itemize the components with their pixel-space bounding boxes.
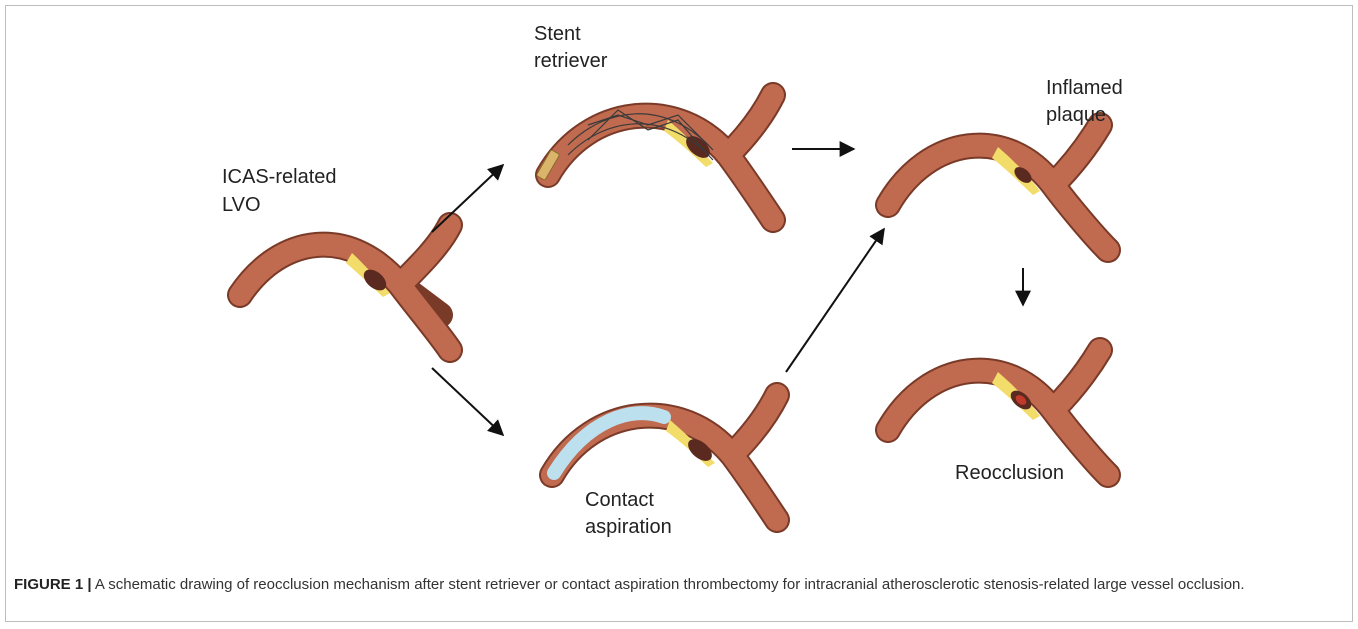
caption-label: FIGURE 1 | <box>14 576 92 593</box>
label-stent-line1: Stent <box>534 23 581 45</box>
arrow-to-stent-retriever <box>432 165 503 232</box>
label-icas-line2: LVO <box>222 194 261 216</box>
figure-caption: FIGURE 1 | A schematic drawing of reoccl… <box>14 574 1339 596</box>
vessel-stent-retriever <box>536 95 773 220</box>
label-contact-line1: Contact <box>585 489 654 511</box>
arrow-aspiration-to-inflamed <box>786 229 884 372</box>
label-inflamed-line2: plaque <box>1046 104 1106 126</box>
label-stent-line2: retriever <box>534 50 608 72</box>
vessel-inflamed-plaque <box>888 125 1108 250</box>
label-reocclusion: Reocclusion <box>955 462 1064 484</box>
label-inflamed-line1: Inflamed <box>1046 77 1123 99</box>
arrow-to-contact-aspiration <box>432 368 503 435</box>
label-icas-line1: ICAS-related <box>222 166 337 188</box>
vessel-reocclusion <box>888 350 1108 475</box>
reocclusion-diagram: ICAS-related LVO Stent retriever Inflame… <box>0 0 1358 570</box>
vessel-icas-lvo <box>240 225 450 350</box>
label-contact-line2: aspiration <box>585 516 672 538</box>
caption-text: A schematic drawing of reocclusion mecha… <box>92 576 1245 593</box>
